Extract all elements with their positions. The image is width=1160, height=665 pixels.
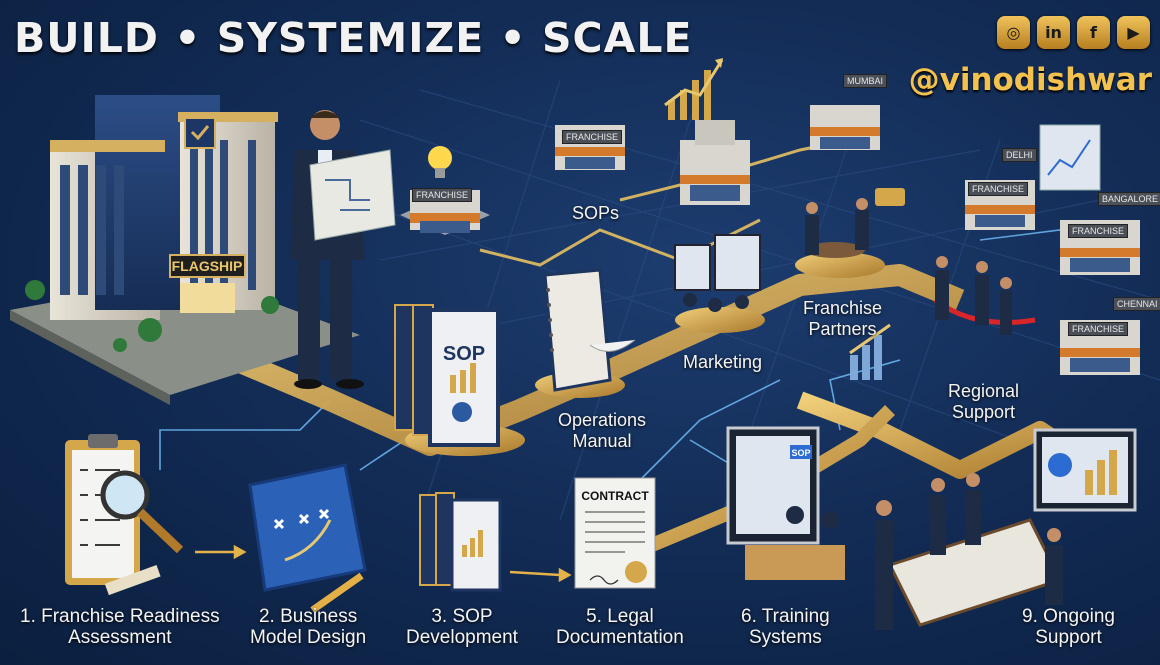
marketing-presentation bbox=[674, 234, 761, 312]
sign-delhi: DELHI bbox=[1002, 148, 1037, 162]
sign-store-5: FRANCHISE bbox=[1068, 322, 1129, 336]
sign-store-3: FRANCHISE bbox=[968, 182, 1029, 196]
step-arrows bbox=[195, 544, 572, 583]
sign-bangalore: BANGALORE bbox=[1098, 192, 1160, 206]
sign-store-4: FRANCHISE bbox=[1068, 224, 1129, 238]
social-links: ◎ in f ▶ bbox=[997, 16, 1150, 49]
label-operations-manual: Operations Manual bbox=[558, 410, 646, 452]
step-business-model-line1: 2. Business bbox=[258, 606, 358, 627]
label-regional-line2: Support bbox=[952, 402, 1016, 422]
flagship-sign: FLAGSHIP bbox=[172, 258, 243, 274]
business-blueprint-icon bbox=[248, 463, 367, 613]
step-legal-line2: Documentation bbox=[556, 627, 684, 648]
step-sop-dev-line2: Development bbox=[406, 627, 518, 648]
businessman-figure bbox=[290, 110, 396, 389]
step-readiness-label: 1. Franchise Readiness Assessment bbox=[20, 606, 220, 648]
linkedin-icon[interactable]: in bbox=[1037, 16, 1070, 49]
sign-chennai: CHENNAI bbox=[1113, 297, 1160, 311]
operations-manual-book bbox=[543, 268, 636, 392]
step-legal-label: 5. Legal Documentation bbox=[556, 606, 684, 648]
label-sops: SOPs bbox=[572, 203, 620, 223]
label-regional-support: Regional Support bbox=[948, 381, 1019, 423]
training-monitor: SOP bbox=[726, 426, 845, 580]
ribbon-cutting-ceremony bbox=[933, 256, 1036, 335]
label-operations-line1: Operations bbox=[558, 410, 647, 430]
step-training-line2: Systems bbox=[748, 627, 822, 648]
legal-contract-document: CONTRACT bbox=[574, 477, 656, 589]
step-training-line1: 6. Training bbox=[741, 606, 830, 627]
step-readiness-line1: 1. Franchise Readiness bbox=[20, 606, 220, 627]
sop-development-books bbox=[419, 492, 502, 592]
label-operations-line2: Manual bbox=[572, 431, 632, 451]
sop-book-title: SOP bbox=[443, 343, 485, 365]
step-legal-line1: 5. Legal bbox=[586, 606, 654, 627]
ongoing-support-team bbox=[875, 428, 1137, 630]
growth-chart-icon bbox=[664, 58, 1101, 380]
label-franchise-line2: Partners bbox=[808, 319, 877, 339]
label-marketing: Marketing bbox=[683, 352, 763, 372]
step-training-label: 6. Training Systems bbox=[741, 606, 830, 648]
instagram-icon[interactable]: ◎ bbox=[997, 16, 1030, 49]
facebook-icon[interactable]: f bbox=[1077, 16, 1110, 49]
sop-book-stack: SOP bbox=[394, 304, 500, 447]
franchise-partners-meeting bbox=[805, 188, 905, 258]
step-readiness-line2: Assessment bbox=[68, 627, 172, 648]
step-business-model-label: 2. Business Model Design bbox=[250, 606, 366, 648]
sign-store-1: FRANCHISE bbox=[562, 130, 623, 144]
franchise-stores bbox=[400, 105, 1140, 375]
label-regional-line1: Regional bbox=[948, 381, 1020, 401]
screen-sop-tag: SOP bbox=[791, 448, 810, 458]
contract-title: CONTRACT bbox=[581, 489, 649, 503]
flagship-building: FLAGSHIP bbox=[10, 95, 360, 405]
label-franchise-partners: Franchise Partners bbox=[803, 298, 882, 340]
sign-store-2: FRANCHISE bbox=[412, 188, 473, 202]
idea-lightbulb-icon bbox=[428, 146, 452, 178]
step-support-line1: 9. Ongoing bbox=[1022, 606, 1115, 627]
headline: BUILD • SYSTEMIZE • SCALE bbox=[14, 14, 693, 62]
step-support-line2: Support bbox=[1035, 627, 1102, 648]
step-support-label: 9. Ongoing Support bbox=[1022, 606, 1115, 648]
social-handle: @vinodishwar bbox=[908, 62, 1152, 98]
step-sop-dev-line1: 3. SOP bbox=[431, 606, 493, 627]
readiness-clipboard-icon bbox=[65, 434, 184, 596]
sign-mumbai: MUMBAI bbox=[843, 74, 887, 88]
youtube-icon[interactable]: ▶ bbox=[1117, 16, 1150, 49]
step-business-model-line2: Model Design bbox=[250, 627, 367, 648]
step-sop-dev-label: 3. SOP Development bbox=[406, 606, 518, 648]
label-franchise-line1: Franchise bbox=[803, 298, 883, 318]
